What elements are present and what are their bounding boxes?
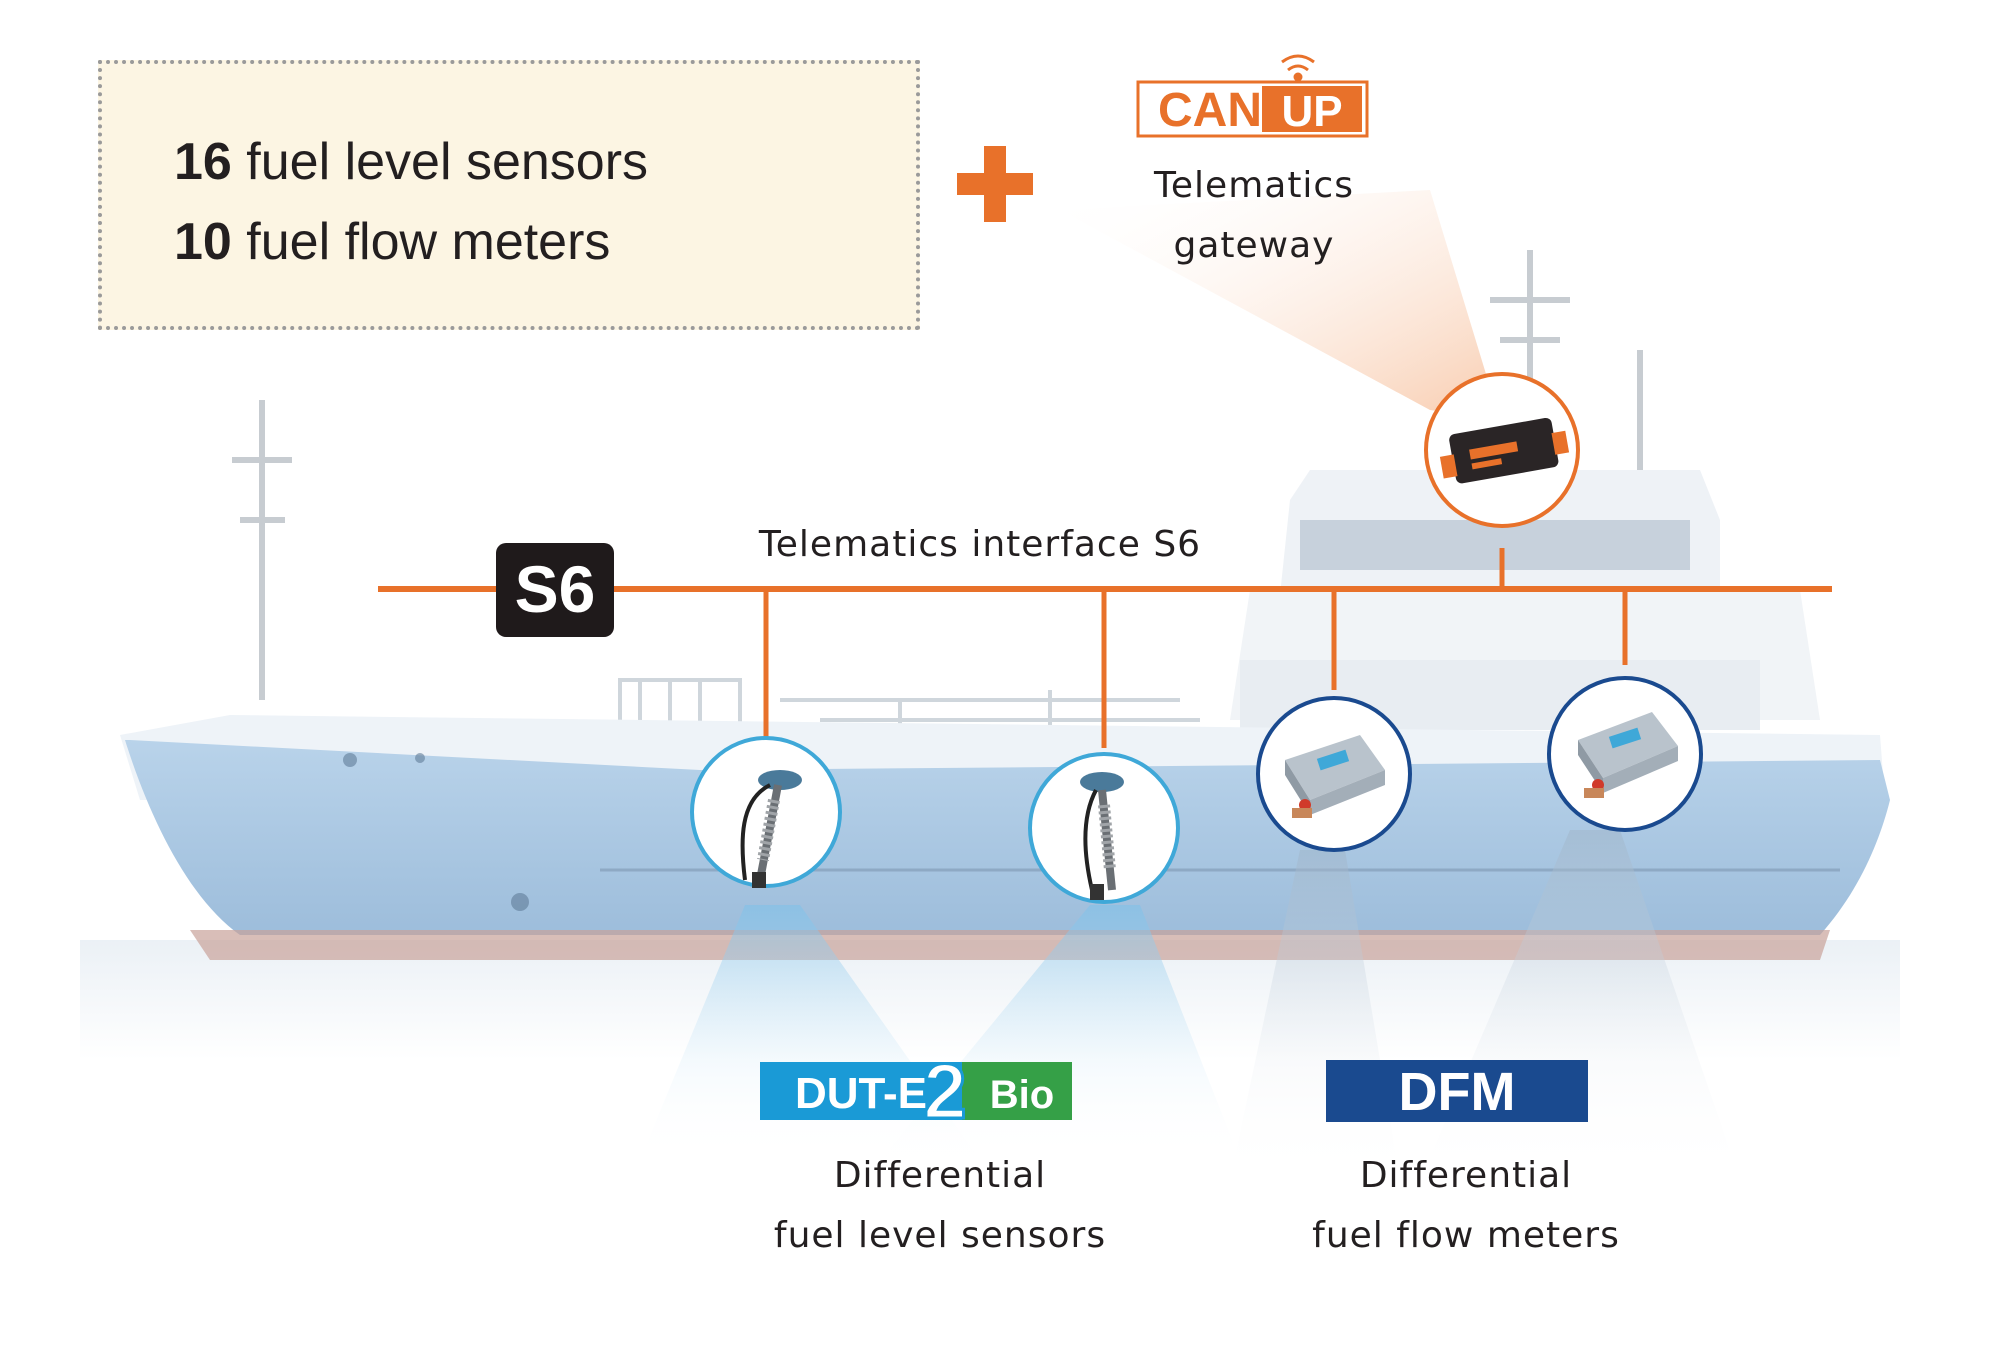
canup-logo: CAN UP bbox=[1136, 54, 1369, 138]
flow-meters-caption: Differential fuel flow meters bbox=[1266, 1146, 1666, 1266]
level-sensors-count: 16 bbox=[174, 133, 232, 191]
dut-e-bio-logo: DUT-E 2 Bio bbox=[760, 1046, 1072, 1137]
superstructure bbox=[1230, 470, 1820, 730]
wifi-icon bbox=[1281, 54, 1315, 82]
gateway-caption-line1: Telematics bbox=[1154, 165, 1354, 206]
flow-meters-count: 10 bbox=[174, 213, 232, 271]
dut-brand-mid: 2 bbox=[923, 1047, 966, 1135]
summary-box: 16 fuel level sensors 10 fuel flow meter… bbox=[98, 60, 920, 330]
summary-level-sensors: 16 fuel level sensors bbox=[174, 132, 648, 192]
bus-title: Telematics interface S6 bbox=[758, 524, 1201, 565]
bow-mast bbox=[232, 400, 292, 700]
flow-meters-caption-line1: Differential bbox=[1359, 1155, 1573, 1196]
level-sensors-caption: Differential fuel level sensors bbox=[740, 1146, 1140, 1266]
dfm-brand: DFM bbox=[1399, 1062, 1516, 1122]
dut-brand-left: DUT-E bbox=[795, 1069, 927, 1118]
flow-meters-caption-line2: fuel flow meters bbox=[1312, 1215, 1620, 1256]
gateway-device-icon bbox=[1424, 372, 1580, 528]
level-sensors-caption-line1: Differential bbox=[833, 1155, 1047, 1196]
portholes bbox=[343, 753, 529, 911]
gateway-beam bbox=[1060, 190, 1500, 420]
s6-badge: S6 bbox=[496, 543, 614, 637]
level-sensor-icon bbox=[690, 736, 842, 888]
canup-brand-right: UP bbox=[1281, 87, 1342, 136]
level-sensors-label: fuel level sensors bbox=[231, 133, 649, 191]
bus-drops bbox=[763, 548, 1628, 748]
gateway-caption: Telematics gateway bbox=[1108, 156, 1400, 276]
flow-meter-icon bbox=[1256, 696, 1412, 852]
flow-meters-label: fuel flow meters bbox=[231, 213, 611, 271]
level-sensors-caption-line2: fuel level sensors bbox=[773, 1215, 1107, 1256]
dfm-logo: DFM bbox=[1326, 1060, 1588, 1122]
flow-meter-icon bbox=[1547, 676, 1703, 832]
plus-icon bbox=[957, 146, 1033, 222]
boot-line bbox=[190, 930, 1830, 960]
level-sensor-icon bbox=[1028, 752, 1180, 904]
canup-brand-left: CAN bbox=[1158, 84, 1262, 137]
hull-blue bbox=[125, 740, 1890, 935]
dut-brand-right: Bio bbox=[990, 1073, 1054, 1117]
s6-badge-text: S6 bbox=[515, 552, 596, 626]
gateway-caption-line2: gateway bbox=[1173, 225, 1335, 266]
summary-flow-meters: 10 fuel flow meters bbox=[174, 212, 610, 272]
